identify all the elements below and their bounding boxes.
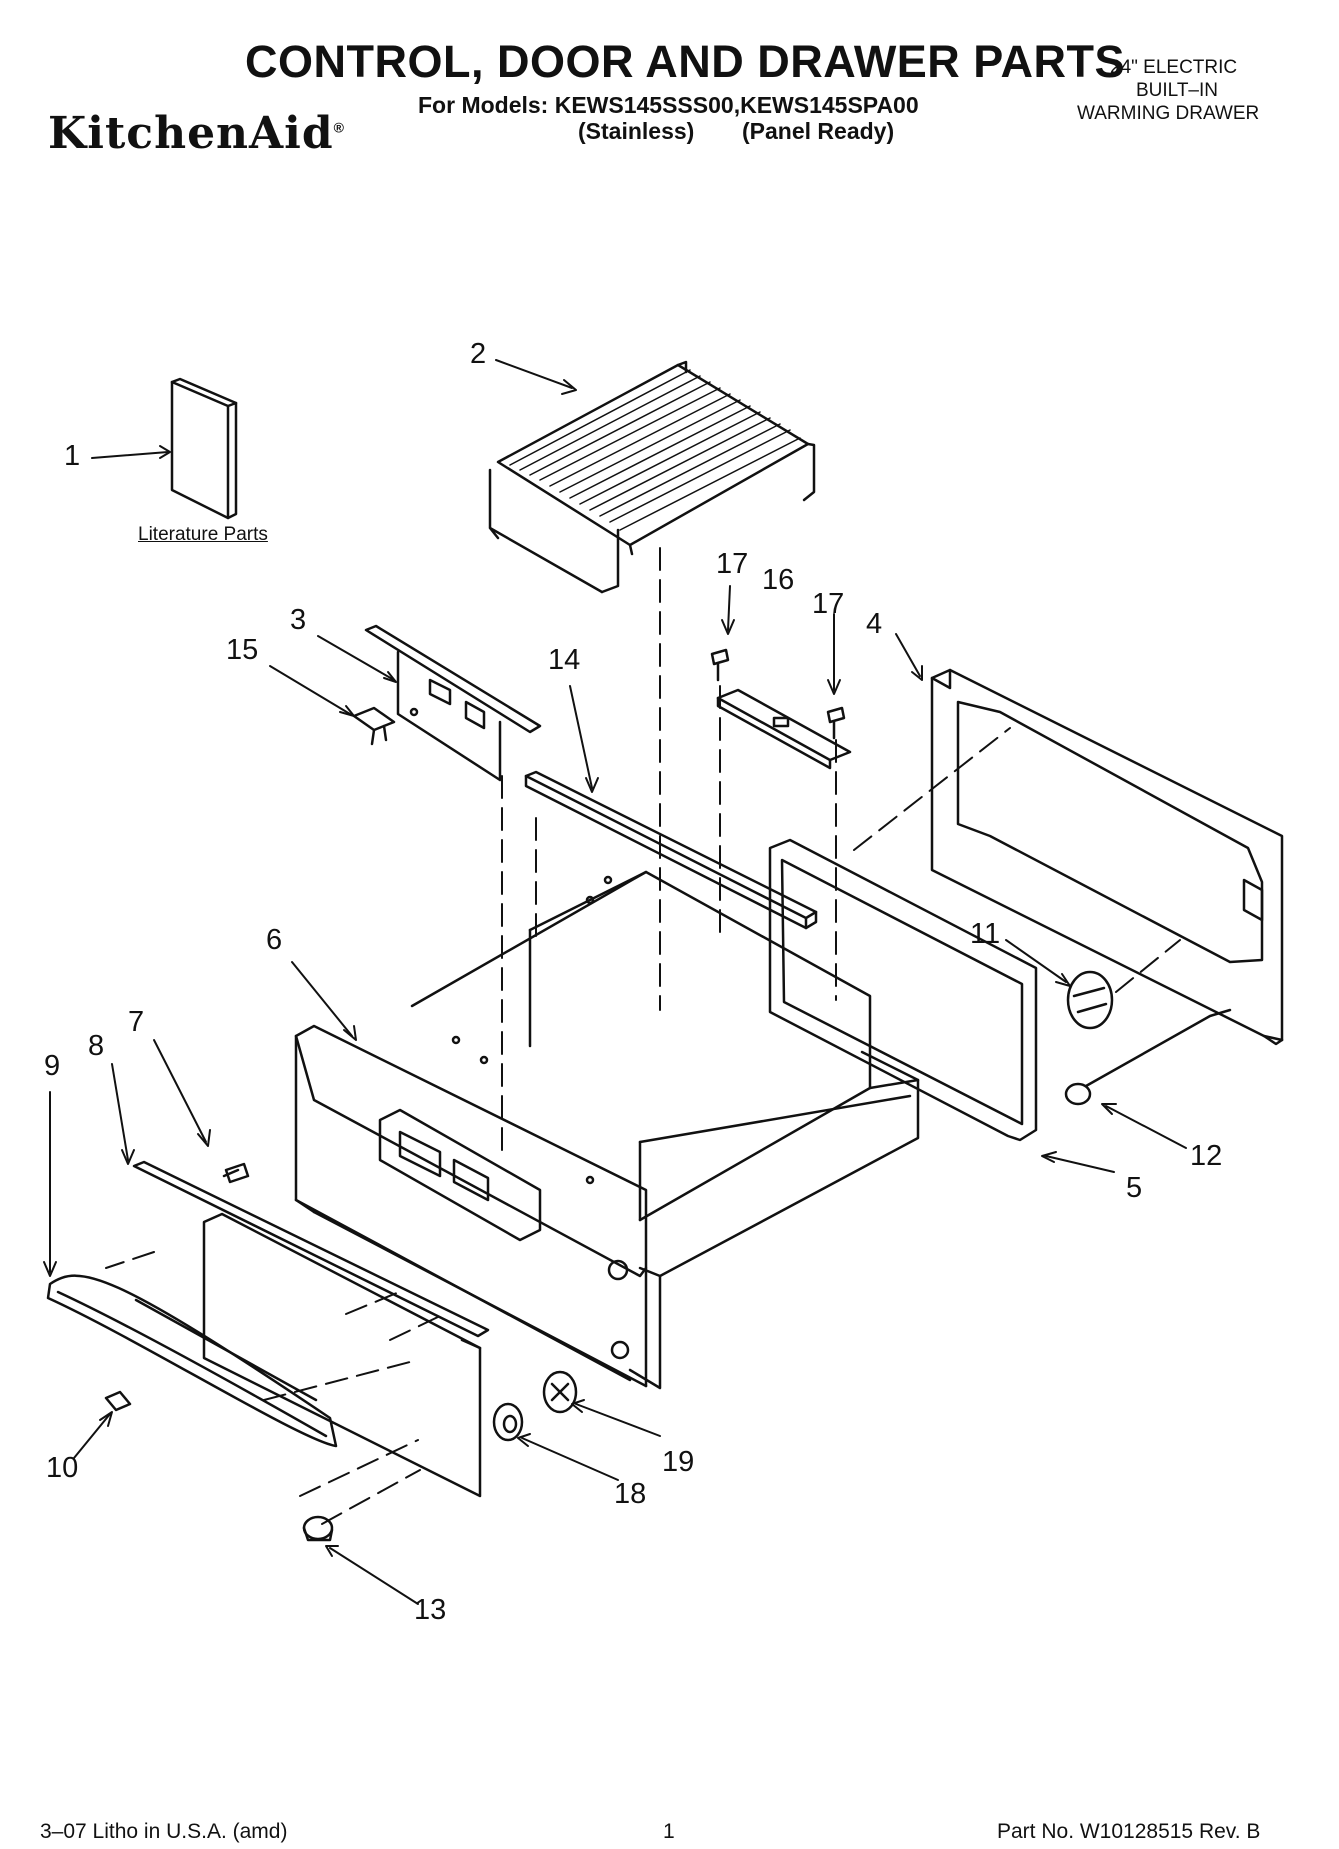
callout-12: 12 — [1190, 1140, 1223, 1172]
part-literature-booklet — [170, 377, 238, 520]
literature-parts-label: Literature Parts — [138, 524, 268, 545]
part-handle-trim — [132, 1160, 490, 1338]
product-line-1: 24" ELECTRIC — [1110, 57, 1238, 78]
part-front-panel — [134, 1212, 482, 1498]
part-small-clip — [104, 1390, 132, 1412]
callout-14: 14 — [548, 644, 581, 676]
part-sensor — [1064, 1008, 1232, 1106]
part-trim-strip — [524, 770, 818, 930]
callout-4: 4 — [866, 608, 883, 640]
footer-page-number: 1 — [663, 1820, 675, 1843]
callout-17a: 17 — [716, 548, 749, 580]
part-control-bracket — [364, 624, 542, 782]
part-bumper — [302, 1515, 334, 1542]
product-line-3: WARMING DRAWER — [1077, 103, 1260, 124]
models-line: For Models: KEWS145SSS00,KEWS145SPA00 — [418, 92, 919, 118]
callout-1: 1 — [64, 440, 81, 472]
callout-8: 8 — [88, 1030, 105, 1062]
callout-18: 18 — [614, 1478, 647, 1510]
variant-panel-ready: (Panel Ready) — [742, 118, 895, 144]
leader-lines — [43, 359, 1187, 1605]
part-rear-panel — [930, 668, 1284, 1046]
callout-19: 19 — [662, 1446, 695, 1478]
variant-stainless: (Stainless) — [578, 118, 695, 144]
brand-logo: KitchenAid® — [48, 108, 345, 159]
part-handle — [46, 1274, 338, 1448]
callout-2: 2 — [470, 338, 487, 370]
callout-16: 16 — [762, 564, 795, 596]
callout-15: 15 — [226, 634, 259, 666]
part-drawer-body — [294, 870, 920, 1390]
product-line-2: BUILT–IN — [1136, 80, 1219, 101]
part-washer — [492, 1402, 524, 1442]
part-clip — [352, 706, 396, 746]
footer-part-number: Part No. W10128515 Rev. B — [997, 1820, 1261, 1843]
callout-7: 7 — [128, 1006, 145, 1038]
callout-13: 13 — [414, 1594, 447, 1626]
part-screws — [710, 648, 846, 740]
part-switch-bracket — [716, 688, 852, 770]
page-title: CONTROL, DOOR AND DRAWER PARTS — [245, 36, 1125, 87]
part-grommet — [542, 1370, 578, 1414]
callout-11: 11 — [970, 918, 1001, 950]
callout-3: 3 — [290, 604, 307, 636]
callout-10: 10 — [46, 1452, 79, 1484]
callout-5: 5 — [1126, 1172, 1143, 1204]
part-wire-rack — [488, 360, 816, 594]
callout-9: 9 — [44, 1050, 61, 1082]
callout-17b: 17 — [812, 588, 845, 620]
callout-6: 6 — [266, 924, 283, 956]
footer-litho: 3–07 Litho in U.S.A. (amd) — [40, 1820, 288, 1843]
part-knob — [1066, 970, 1114, 1030]
part-handle-screw — [222, 1162, 250, 1184]
assembly-lines — [105, 547, 1181, 1525]
part-gasket — [768, 838, 1038, 1142]
